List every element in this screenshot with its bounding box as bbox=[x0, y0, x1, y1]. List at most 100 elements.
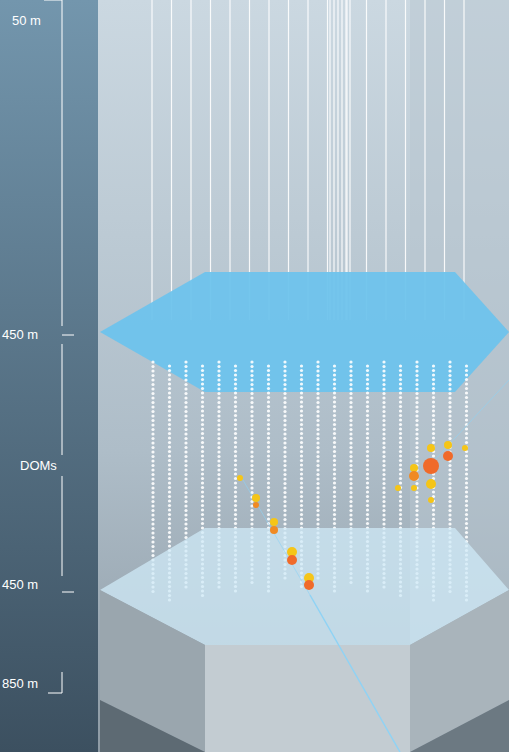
dom bbox=[399, 432, 402, 435]
dom bbox=[366, 427, 369, 430]
dom bbox=[300, 459, 303, 462]
dom bbox=[399, 508, 402, 511]
dom bbox=[201, 499, 204, 502]
dom bbox=[349, 392, 352, 395]
dom bbox=[349, 468, 352, 471]
dom bbox=[201, 490, 204, 493]
dom bbox=[300, 432, 303, 435]
dom bbox=[448, 495, 451, 498]
dom bbox=[399, 427, 402, 430]
dom bbox=[465, 454, 468, 457]
dom bbox=[250, 464, 253, 467]
dom bbox=[283, 486, 286, 489]
dom bbox=[151, 423, 154, 426]
dom bbox=[217, 387, 220, 390]
dom bbox=[432, 454, 435, 457]
dom bbox=[151, 549, 154, 552]
dom bbox=[382, 383, 385, 386]
dom bbox=[234, 382, 237, 385]
dom bbox=[382, 459, 385, 462]
dom bbox=[399, 481, 402, 484]
dom bbox=[217, 374, 220, 377]
dom bbox=[366, 522, 369, 525]
dom bbox=[168, 378, 171, 381]
dom bbox=[300, 414, 303, 417]
muon-track bbox=[240, 475, 310, 595]
dom bbox=[151, 374, 154, 377]
dom bbox=[316, 365, 319, 368]
hit-doms bbox=[237, 441, 468, 590]
dom bbox=[168, 400, 171, 403]
dom bbox=[184, 414, 187, 417]
dom bbox=[168, 517, 171, 520]
dom bbox=[448, 387, 451, 390]
dom bbox=[201, 409, 204, 412]
dom bbox=[151, 414, 154, 417]
dom bbox=[349, 405, 352, 408]
dom bbox=[267, 463, 270, 466]
dom bbox=[234, 405, 237, 408]
dom bbox=[399, 472, 402, 475]
dom bbox=[349, 464, 352, 467]
dom bbox=[283, 432, 286, 435]
dom bbox=[382, 477, 385, 480]
dom bbox=[234, 450, 237, 453]
dom bbox=[184, 477, 187, 480]
dom bbox=[250, 459, 253, 462]
dom bbox=[333, 391, 336, 394]
dom bbox=[201, 414, 204, 417]
dom bbox=[382, 369, 385, 372]
dom bbox=[448, 504, 451, 507]
dom bbox=[333, 459, 336, 462]
ice-block bbox=[98, 0, 509, 752]
dom bbox=[366, 486, 369, 489]
dom bbox=[465, 508, 468, 511]
dom bbox=[151, 405, 154, 408]
dom bbox=[366, 481, 369, 484]
dom bbox=[151, 419, 154, 422]
dom bbox=[316, 360, 319, 363]
dom bbox=[184, 482, 187, 485]
dom bbox=[399, 477, 402, 480]
dom bbox=[234, 409, 237, 412]
dom bbox=[201, 504, 204, 507]
dom bbox=[184, 432, 187, 435]
dom bbox=[234, 499, 237, 502]
dom bbox=[432, 418, 435, 421]
dom bbox=[300, 490, 303, 493]
dom bbox=[432, 378, 435, 381]
dom bbox=[349, 491, 352, 494]
string-cable bbox=[171, 0, 172, 320]
dom bbox=[267, 508, 270, 511]
dom bbox=[267, 423, 270, 426]
dom bbox=[151, 536, 154, 539]
dom bbox=[234, 369, 237, 372]
dom bbox=[300, 436, 303, 439]
depth-label: 50 m bbox=[12, 14, 41, 27]
dom bbox=[300, 508, 303, 511]
dom bbox=[168, 432, 171, 435]
dom bbox=[349, 473, 352, 476]
dom bbox=[333, 445, 336, 448]
dom bbox=[217, 446, 220, 449]
dom bbox=[168, 490, 171, 493]
dom bbox=[382, 522, 385, 525]
dom bbox=[399, 423, 402, 426]
dom bbox=[432, 373, 435, 376]
dom bbox=[267, 468, 270, 471]
dom bbox=[349, 414, 352, 417]
dom bbox=[415, 437, 418, 440]
dom bbox=[333, 432, 336, 435]
dom bbox=[366, 391, 369, 394]
dom bbox=[217, 509, 220, 512]
dom bbox=[283, 392, 286, 395]
dom bbox=[349, 369, 352, 372]
dom bbox=[250, 410, 253, 413]
dom bbox=[250, 378, 253, 381]
dom bbox=[432, 508, 435, 511]
dom bbox=[349, 387, 352, 390]
dom bbox=[333, 423, 336, 426]
dom bbox=[168, 495, 171, 498]
dom bbox=[300, 504, 303, 507]
dom bbox=[366, 468, 369, 471]
